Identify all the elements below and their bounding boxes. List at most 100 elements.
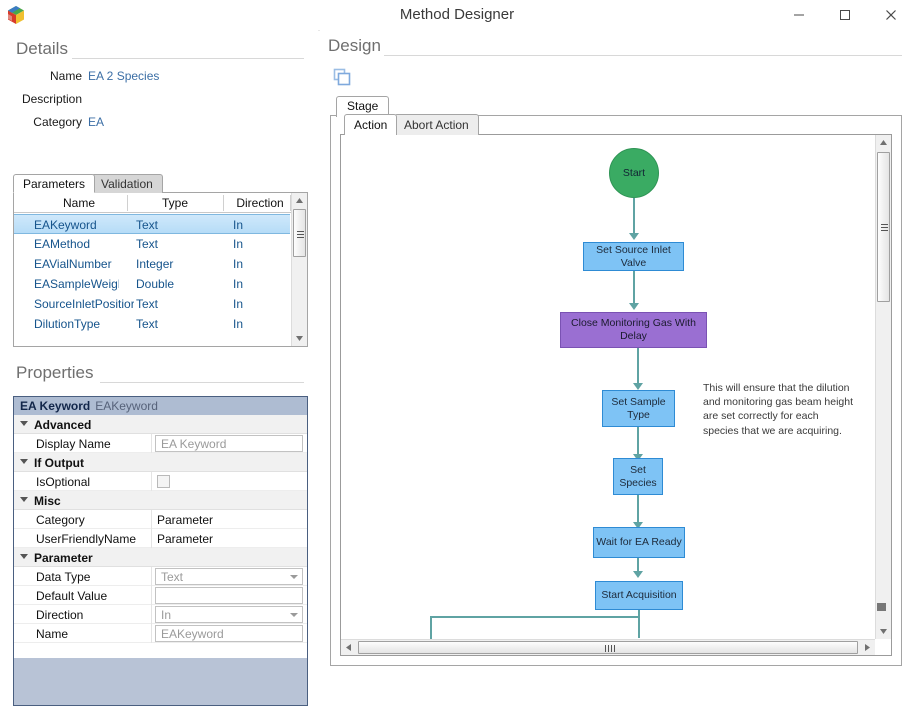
minimize-button[interactable] <box>776 0 822 30</box>
node-start[interactable]: Start <box>609 148 659 198</box>
parameters-table: Name Type Direction EAKeyword Text In EA… <box>13 192 308 347</box>
tab-abort-action[interactable]: Abort Action <box>394 114 479 135</box>
property-value: Parameter <box>157 532 213 546</box>
node-wait-for-ea-ready[interactable]: Wait for EA Ready <box>593 527 685 558</box>
property-label: Default Value <box>36 589 107 603</box>
cell-name: DilutionType <box>34 317 119 331</box>
table-row[interactable]: DilutionType Text In <box>14 314 290 334</box>
description-label: Description <box>8 92 82 106</box>
property-row-data-type[interactable]: Data Type Text <box>14 567 307 586</box>
column-header-name[interactable]: Name <box>34 196 124 210</box>
table-row[interactable]: EAMethod Text In <box>14 234 290 254</box>
data-type-dropdown[interactable]: Text <box>155 568 303 585</box>
category-label: If Output <box>34 456 84 470</box>
scrollbar-thumb[interactable] <box>293 209 306 257</box>
parameters-table-header: Name Type Direction <box>14 193 307 213</box>
property-label: UserFriendlyName <box>36 532 136 546</box>
cell-direction: In <box>233 297 283 311</box>
property-row-category[interactable]: Category Parameter <box>14 510 307 529</box>
parameters-tabstrip: Parameters Validation <box>13 174 308 193</box>
connector <box>633 198 635 236</box>
scroll-left-icon[interactable] <box>341 640 356 655</box>
window-controls <box>776 0 914 30</box>
node-close-monitoring-gas-with-delay[interactable]: Close Monitoring Gas With Delay <box>560 312 707 348</box>
maximize-button[interactable] <box>822 0 868 30</box>
cell-type: Text <box>136 317 191 331</box>
property-row-name[interactable]: Name EAKeyword <box>14 624 307 643</box>
property-row-direction[interactable]: Direction In <box>14 605 307 624</box>
property-category-if-output[interactable]: If Output <box>14 453 307 472</box>
connector <box>637 495 639 525</box>
cell-name: EAKeyword <box>34 218 119 232</box>
connector <box>431 616 640 618</box>
scrollbar-thumb[interactable] <box>877 152 890 302</box>
property-value: Parameter <box>157 513 213 527</box>
name-label: Name <box>8 69 82 83</box>
scroll-down-icon[interactable] <box>292 331 307 346</box>
expander-icon[interactable] <box>20 421 28 426</box>
arrow-icon <box>629 303 639 310</box>
category-label: Parameter <box>34 551 93 565</box>
details-heading-rule <box>72 58 304 59</box>
tab-parameters[interactable]: Parameters <box>13 174 95 193</box>
properties-header: EA KeywordEAKeyword <box>14 397 307 415</box>
design-heading: Design <box>328 36 381 56</box>
display-name-input[interactable]: EA Keyword <box>155 435 303 452</box>
expander-icon[interactable] <box>20 554 28 559</box>
design-heading-rule <box>384 55 902 56</box>
table-row[interactable]: EAVialNumber Integer In <box>14 254 290 274</box>
canvas-vertical-scrollbar[interactable] <box>875 135 891 639</box>
details-heading: Details <box>16 39 68 59</box>
category-value[interactable]: EA <box>88 115 104 129</box>
left-pane: Details Name EA 2 Species Description Ca… <box>0 30 318 692</box>
scroll-up-icon[interactable] <box>292 193 307 208</box>
tab-action[interactable]: Action <box>344 114 397 135</box>
scroll-up-icon[interactable] <box>876 135 891 150</box>
node-start-acquisition[interactable]: Start Acquisition <box>595 581 683 610</box>
scrollbar-thumb[interactable] <box>358 641 858 654</box>
scroll-right-icon[interactable] <box>860 640 875 655</box>
name-input[interactable]: EAKeyword <box>155 625 303 642</box>
direction-dropdown[interactable]: In <box>155 606 303 623</box>
property-row-userfriendlyname[interactable]: UserFriendlyName Parameter <box>14 529 307 548</box>
canvas-horizontal-scrollbar[interactable] <box>341 639 875 655</box>
close-button[interactable] <box>868 0 914 30</box>
table-row[interactable]: EASampleWeight Double In <box>14 274 290 294</box>
node-set-species[interactable]: Set Species <box>613 458 663 495</box>
property-row-display-name[interactable]: Display Name EA Keyword <box>14 434 307 453</box>
tab-validation[interactable]: Validation <box>91 174 163 193</box>
copy-icon[interactable] <box>333 68 351 86</box>
resize-grip-icon[interactable] <box>877 603 886 611</box>
property-category-parameter[interactable]: Parameter <box>14 548 307 567</box>
cell-type: Text <box>136 218 191 232</box>
property-label: Display Name <box>36 437 111 451</box>
canvas-note: This will ensure that the dilution and m… <box>703 381 853 438</box>
node-set-source-inlet-valve[interactable]: Set Source Inlet Valve <box>583 242 684 271</box>
default-value-input[interactable] <box>155 587 303 604</box>
chevron-down-icon <box>290 613 298 617</box>
table-row[interactable]: EAKeyword Text In <box>14 214 290 234</box>
connector <box>637 427 639 457</box>
connector <box>430 616 432 639</box>
name-value[interactable]: EA 2 Species <box>88 69 159 83</box>
column-header-direction[interactable]: Direction <box>228 196 292 210</box>
property-row-default-value[interactable]: Default Value <box>14 586 307 605</box>
cell-type: Double <box>136 277 191 291</box>
title-bar: Method Designer <box>0 0 914 31</box>
arrow-icon <box>633 383 643 390</box>
scroll-down-icon[interactable] <box>876 624 891 639</box>
property-row-isoptional[interactable]: IsOptional <box>14 472 307 491</box>
design-canvas-frame: Start Set Source Inlet Valve Close Monit… <box>340 134 892 656</box>
isoptional-checkbox[interactable] <box>157 475 170 488</box>
design-canvas[interactable]: Start Set Source Inlet Valve Close Monit… <box>341 135 875 639</box>
expander-icon[interactable] <box>20 459 28 464</box>
property-category-advanced[interactable]: Advanced <box>14 415 307 434</box>
table-row[interactable]: SourceInletPositior Text In <box>14 294 290 314</box>
property-category-misc[interactable]: Misc <box>14 491 307 510</box>
expander-icon[interactable] <box>20 497 28 502</box>
node-set-sample-type[interactable]: Set Sample Type <box>602 390 675 427</box>
column-header-type[interactable]: Type <box>132 196 218 210</box>
cell-direction: In <box>233 277 283 291</box>
cell-name: EASampleWeight <box>34 277 119 291</box>
parameters-table-scrollbar[interactable] <box>291 193 307 346</box>
